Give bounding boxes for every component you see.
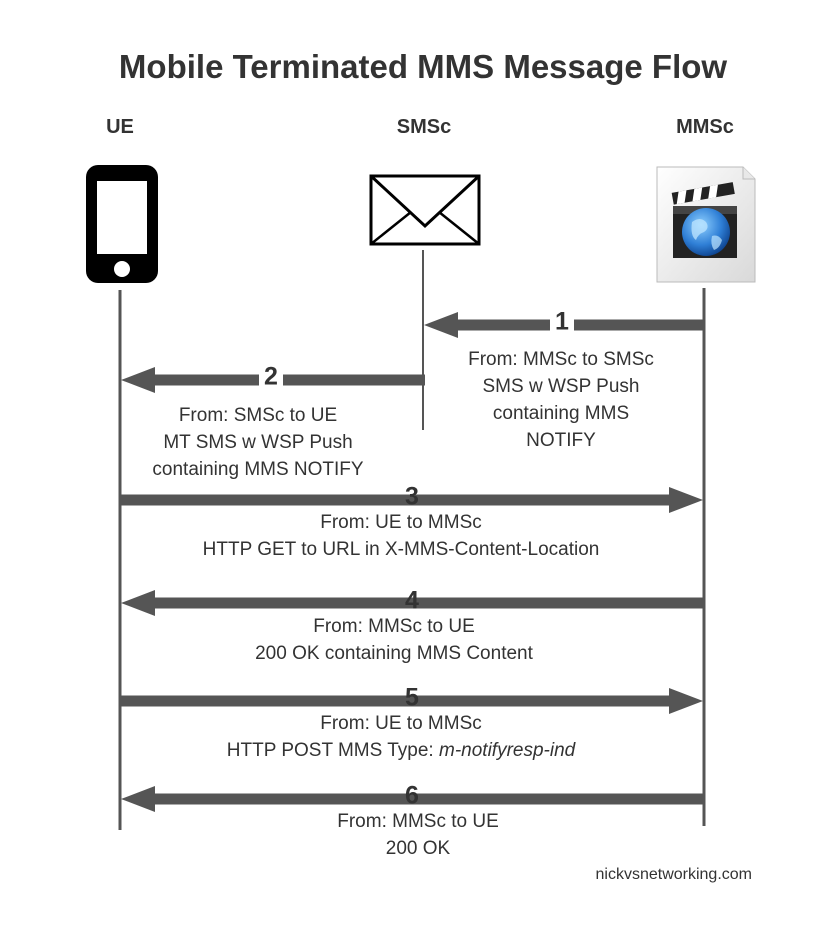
message-arrowhead-4 [121,590,155,616]
description-line: From: SMSc to UE [178,405,338,426]
message-description-4: From: MMSc to UE 200 OK containing MMS C… [255,613,533,667]
message-arrow-shaft-2 [283,374,425,386]
message-description-3: From: UE to MMSc HTTP GET to URL in X-MM… [203,509,600,563]
description-line: From: UE to MMSc [320,713,482,734]
description-line: SMS w WSP Push [482,376,640,397]
message-number-3: 3 [405,482,419,511]
description-line: From: UE to MMSc [320,512,482,533]
description-line: From: MMSc to UE [313,616,475,637]
source-credit: nickvsnetworking.com [595,866,753,883]
message-arrowhead-6 [121,786,155,812]
message-number-4: 4 [405,586,419,615]
actor-label-smsc: SMSc [396,116,452,138]
envelope-icon [369,174,481,246]
description-line: NOTIFY [526,430,596,451]
description-line: HTTP GET to URL in X-MMS-Content-Locatio… [202,539,600,560]
message-description-2: From: SMSc to UE MT SMS w WSP Push conta… [152,402,363,483]
message-number-6: 6 [405,781,419,810]
smartphone-icon [86,165,158,283]
description-line: HTTP POST MMS Type: m-notifyresp-ind [227,737,575,764]
message-arrowhead-3 [669,487,703,513]
message-arrowhead-2 [121,367,155,393]
description-line: MT SMS w WSP Push [163,432,353,453]
message-number-5: 5 [405,683,419,712]
diagram-title: Mobile Terminated MMS Message Flow [118,48,728,85]
message-arrow-shaft-1 [458,319,550,331]
message-arrow-shaft-4 [155,597,704,609]
description-line: containing MMS NOTIFY [152,459,364,480]
message-number-2: 2 [264,362,278,391]
description-line: containing MMS [492,403,630,424]
message-arrow-shaft-2 [155,374,259,386]
message-description-6: From: MMSc to UE 200 OK [337,808,499,862]
description-line: 200 OK [385,838,451,859]
description-line: From: MMSc to UE [337,811,499,832]
actor-label-mmsc: MMSc [676,116,734,138]
message-arrow-shaft-6 [155,793,704,805]
media-document-icon [656,166,756,283]
message-arrowhead-1 [424,312,458,338]
description-line: From: MMSc to SMSc [468,349,654,370]
message-description-5: From: UE to MMSc HTTP POST MMS Type: m-n… [227,710,575,764]
message-description-1: From: MMSc to SMSc SMS w WSP Push contai… [468,346,654,454]
message-arrow-shaft-5 [121,695,669,707]
description-line: 200 OK containing MMS Content [255,643,533,664]
message-arrowhead-5 [669,688,703,714]
message-number-1: 1 [555,307,569,336]
message-arrow-shaft-3 [121,494,669,506]
message-arrows [121,312,704,812]
message-arrow-shaft-1 [574,319,704,331]
actor-label-ue: UE [106,116,134,138]
description-text: HTTP POST MMS Type: [226,740,440,761]
message-type-italic: m-notifyresp-ind [439,740,576,761]
